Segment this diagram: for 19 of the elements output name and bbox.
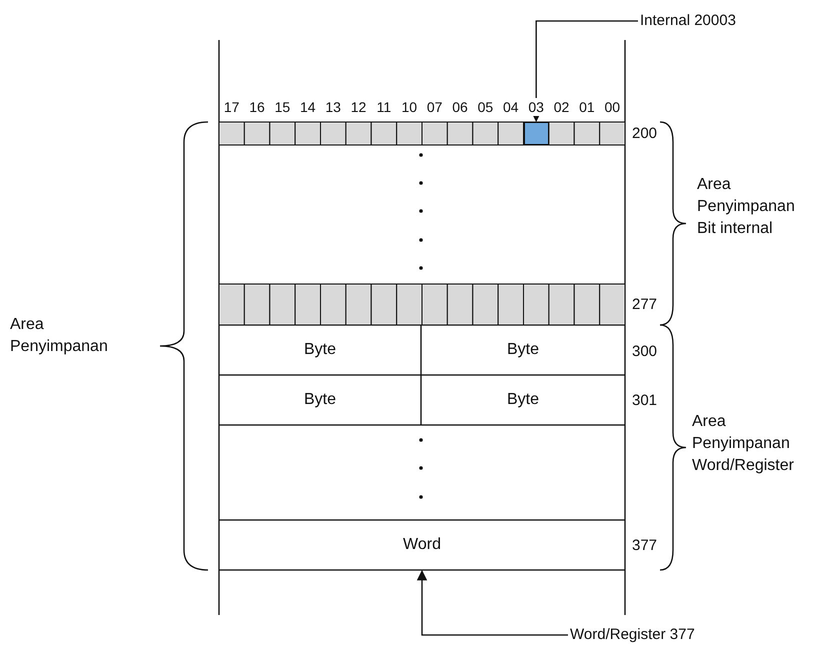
- leader-arrow: [416, 570, 568, 636]
- byte-cell: Byte: [219, 375, 421, 425]
- byte-cell: Byte: [421, 375, 625, 425]
- callout-label: Internal 20003: [640, 12, 750, 30]
- bit-number: 03: [526, 98, 546, 116]
- address-label: 377: [632, 537, 658, 555]
- word-cell: Word: [219, 520, 625, 570]
- byte-cell: Byte: [219, 325, 421, 375]
- callout-label: Word/Register 377: [570, 626, 720, 644]
- address-label: 277: [632, 296, 658, 314]
- region-label: Area Penyimpanan Word/Register: [692, 412, 795, 476]
- byte-cell: Byte: [421, 325, 625, 375]
- highlighted-bit-cell: [524, 122, 549, 145]
- region-label: Area Penyimpanan: [10, 315, 109, 357]
- region-label: Area Penyimpanan Bit internal: [697, 175, 796, 239]
- address-label: 301: [632, 392, 658, 410]
- leader-arrow: [530, 20, 638, 122]
- address-label: 300: [632, 343, 658, 361]
- address-label: 200: [632, 125, 658, 143]
